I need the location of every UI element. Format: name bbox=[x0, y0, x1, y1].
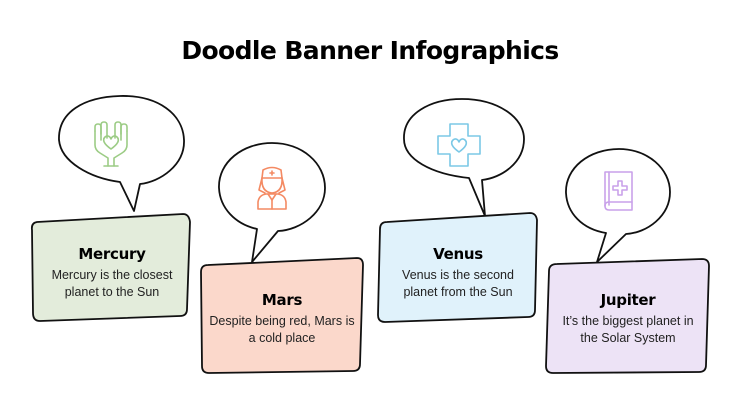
nurse-icon bbox=[257, 166, 287, 210]
card-desc-venus: Venus is the second planet from the Sun bbox=[402, 268, 514, 299]
banner-jupiter bbox=[545, 148, 710, 374]
card-title-venus: Venus bbox=[433, 245, 483, 263]
heart-hands-icon bbox=[94, 121, 128, 167]
medical-cross-heart-icon bbox=[437, 123, 481, 167]
speech-bubble-jupiter bbox=[565, 148, 671, 263]
card-desc-jupiter: It’s the biggest planet in the Solar Sys… bbox=[562, 314, 694, 345]
box-mercury bbox=[30, 213, 191, 322]
medical-book-icon bbox=[604, 171, 633, 211]
box-jupiter bbox=[545, 258, 710, 374]
card-title-jupiter: Jupiter bbox=[600, 291, 656, 309]
page-title: Doodle Banner Infographics bbox=[181, 36, 559, 65]
card-jupiter: Jupiter It’s the biggest planet in the S… bbox=[555, 291, 701, 347]
banner-mars bbox=[200, 142, 364, 374]
card-title-mars: Mars bbox=[261, 291, 303, 309]
card-mars: Mars Despite being red, Mars is a cold p… bbox=[208, 291, 356, 347]
box-mars bbox=[200, 257, 364, 374]
box-venus bbox=[377, 212, 538, 323]
banner-mercury bbox=[30, 95, 191, 322]
card-desc-mars: Despite being red, Mars is a cold place bbox=[209, 314, 355, 345]
banner-venus bbox=[377, 98, 538, 323]
card-venus: Venus Venus is the second planet from th… bbox=[386, 245, 530, 301]
card-desc-mercury: Mercury is the closest planet to the Sun bbox=[51, 268, 173, 299]
card-mercury: Mercury Mercury is the closest planet to… bbox=[40, 245, 184, 301]
card-title-mercury: Mercury bbox=[78, 245, 146, 263]
speech-bubble-venus bbox=[403, 98, 525, 217]
